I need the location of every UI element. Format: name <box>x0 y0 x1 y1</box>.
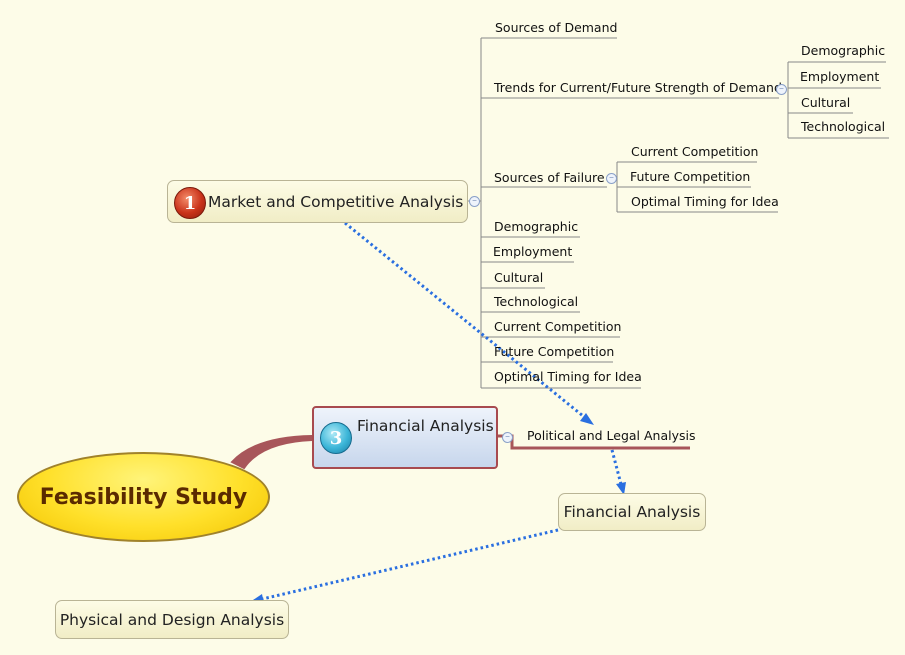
relationship-lines <box>257 221 624 602</box>
market-topic-label: Market and Competitive Analysis <box>208 192 464 211</box>
leaf-failure-optimal-timing[interactable]: Optimal Timing for Idea <box>631 194 779 209</box>
leaf-technological[interactable]: Technological <box>494 294 579 309</box>
leaf-employment[interactable]: Employment <box>493 244 573 259</box>
floating-financial-analysis[interactable]: Financial Analysis <box>558 493 706 531</box>
collapse-icon[interactable]: − <box>469 196 480 207</box>
leaf-failure-current-competition[interactable]: Current Competition <box>631 144 759 159</box>
leaf-trend-technological[interactable]: Technological <box>801 119 886 134</box>
leaf-trend-demographic[interactable]: Demographic <box>801 43 886 58</box>
leaf-optimal-timing[interactable]: Optimal Timing for Idea <box>494 369 642 384</box>
leaf-sources-of-failure[interactable]: Sources of Failure <box>494 170 605 185</box>
priority-3-icon: 3 <box>320 422 352 454</box>
central-topic[interactable]: Feasibility Study <box>17 452 270 542</box>
market-branch-lines <box>467 37 889 389</box>
physical-design-label: Physical and Design Analysis <box>59 610 285 629</box>
central-topic-label: Feasibility Study <box>39 484 248 510</box>
leaf-trend-employment[interactable]: Employment <box>800 69 880 84</box>
floating-financial-label: Financial Analysis <box>563 503 701 521</box>
leaf-sources-of-demand[interactable]: Sources of Demand <box>495 20 618 35</box>
financial-analysis-label: Financial Analysis <box>357 417 494 435</box>
leaf-cultural[interactable]: Cultural <box>494 270 544 285</box>
financial-analysis-topic[interactable]: Financial Analysis <box>312 406 498 469</box>
priority-1-icon: 1 <box>174 187 206 219</box>
leaf-failure-future-competition[interactable]: Future Competition <box>630 169 751 184</box>
central-branch <box>230 434 313 470</box>
physical-design-topic[interactable]: Physical and Design Analysis <box>55 600 289 639</box>
leaf-trend-cultural[interactable]: Cultural <box>801 95 851 110</box>
collapse-icon[interactable]: − <box>776 84 787 95</box>
market-topic[interactable]: Market and Competitive Analysis <box>167 180 468 223</box>
leaf-current-competition[interactable]: Current Competition <box>494 319 622 334</box>
leaf-demographic[interactable]: Demographic <box>494 219 579 234</box>
leaf-political-legal[interactable]: Political and Legal Analysis <box>527 428 696 443</box>
leaf-future-competition[interactable]: Future Competition <box>494 344 615 359</box>
collapse-icon[interactable]: − <box>502 432 513 443</box>
leaf-trends[interactable]: Trends for Current/Future Strength of De… <box>494 80 782 95</box>
collapse-icon[interactable]: − <box>606 173 617 184</box>
